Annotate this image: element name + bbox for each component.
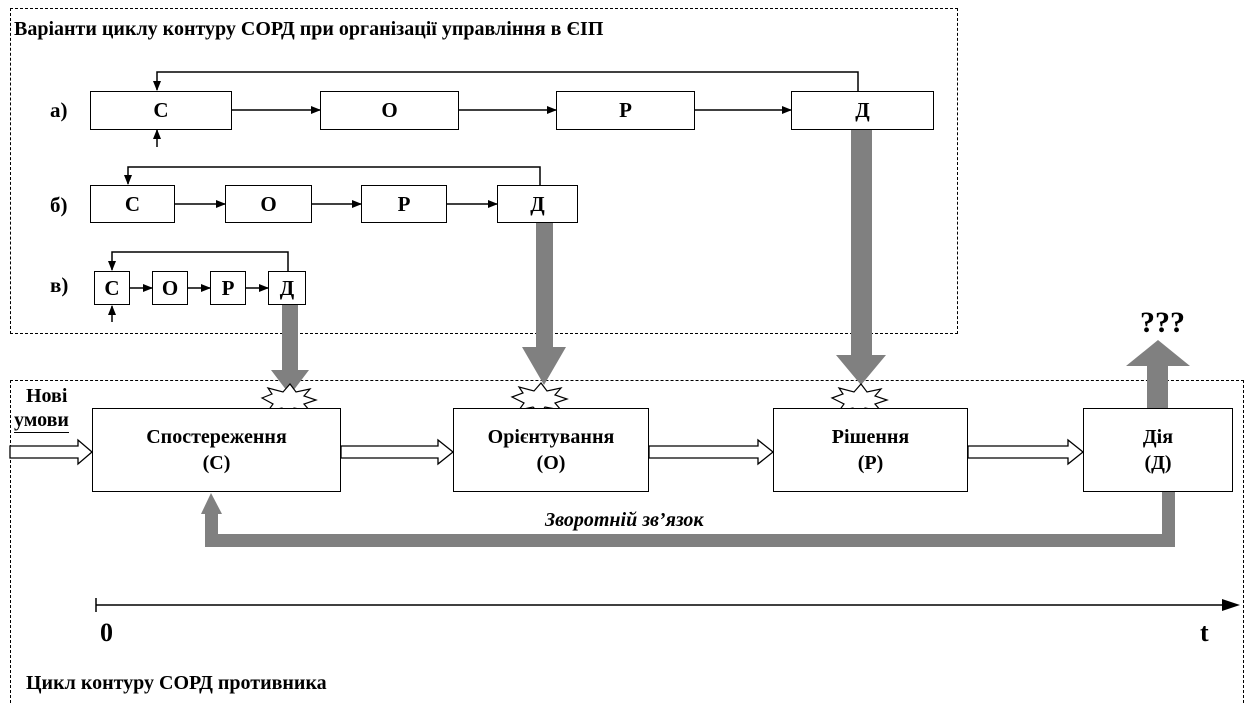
time-axis xyxy=(95,598,1226,612)
axis-start-label: 0 xyxy=(100,618,113,647)
stage-action-code: (Д) xyxy=(1144,452,1172,474)
enemy-cycle-frame xyxy=(10,380,1244,703)
row-a-connectors xyxy=(153,71,859,147)
row-c-box-o: О xyxy=(152,271,188,305)
stage-decision-code: (Р) xyxy=(857,452,884,474)
stage-orientation-name: Орієнтування xyxy=(487,426,615,448)
row-b-box-o: О xyxy=(225,185,312,223)
row-b-connectors xyxy=(124,166,541,208)
flow-hollow-arrows xyxy=(9,438,1085,466)
row-a-box-r: Р xyxy=(556,91,695,130)
variants-frame xyxy=(10,8,958,334)
row-c-box-d: Д xyxy=(268,271,306,305)
row-a-box-o: О xyxy=(320,91,459,130)
enemy-cycle-title: Цикл контуру СОРД противника xyxy=(26,672,327,694)
stage-orientation: Орієнтування (О) xyxy=(453,408,649,492)
row-c-box-c: С xyxy=(94,271,130,305)
new-conditions-line2: умови xyxy=(14,409,69,433)
row-c-box-r: Р xyxy=(210,271,246,305)
stage-decision-name: Рішення xyxy=(831,426,910,448)
collision-bursts xyxy=(260,382,889,416)
row-b-label: б) xyxy=(50,193,68,217)
feedback-label: Зворотній зв’язок xyxy=(545,509,704,531)
stage-observation-name: Спостереження xyxy=(146,426,287,448)
row-c-label: в) xyxy=(50,273,69,297)
row-a-box-d: Д xyxy=(791,91,934,130)
gray-down-arrows xyxy=(271,129,886,395)
axis-end-label: t xyxy=(1200,618,1209,647)
row-a-box-c: С xyxy=(90,91,232,130)
gray-up-arrow xyxy=(1126,340,1190,408)
row-a-label: а) xyxy=(50,98,68,122)
row-b-box-d: Д xyxy=(497,185,578,223)
variants-title: Варіанти циклу контуру СОРД при організа… xyxy=(14,18,604,40)
stage-observation-code: (С) xyxy=(202,452,231,474)
row-c-connectors xyxy=(108,251,289,322)
new-conditions-label: Нові умови xyxy=(14,384,69,433)
feedback-loop xyxy=(201,492,1175,547)
stage-observation: Спостереження (С) xyxy=(92,408,341,492)
time-axis-arrowhead xyxy=(1222,599,1240,611)
question-marks: ??? xyxy=(1140,306,1185,339)
row-b-box-c: С xyxy=(90,185,175,223)
row-b-box-r: Р xyxy=(361,185,447,223)
stage-orientation-code: (О) xyxy=(536,452,566,474)
stage-action-name: Дія xyxy=(1142,426,1174,448)
new-conditions-line1: Нові xyxy=(26,385,68,407)
stage-action: Дія (Д) xyxy=(1083,408,1233,492)
stage-decision: Рішення (Р) xyxy=(773,408,968,492)
